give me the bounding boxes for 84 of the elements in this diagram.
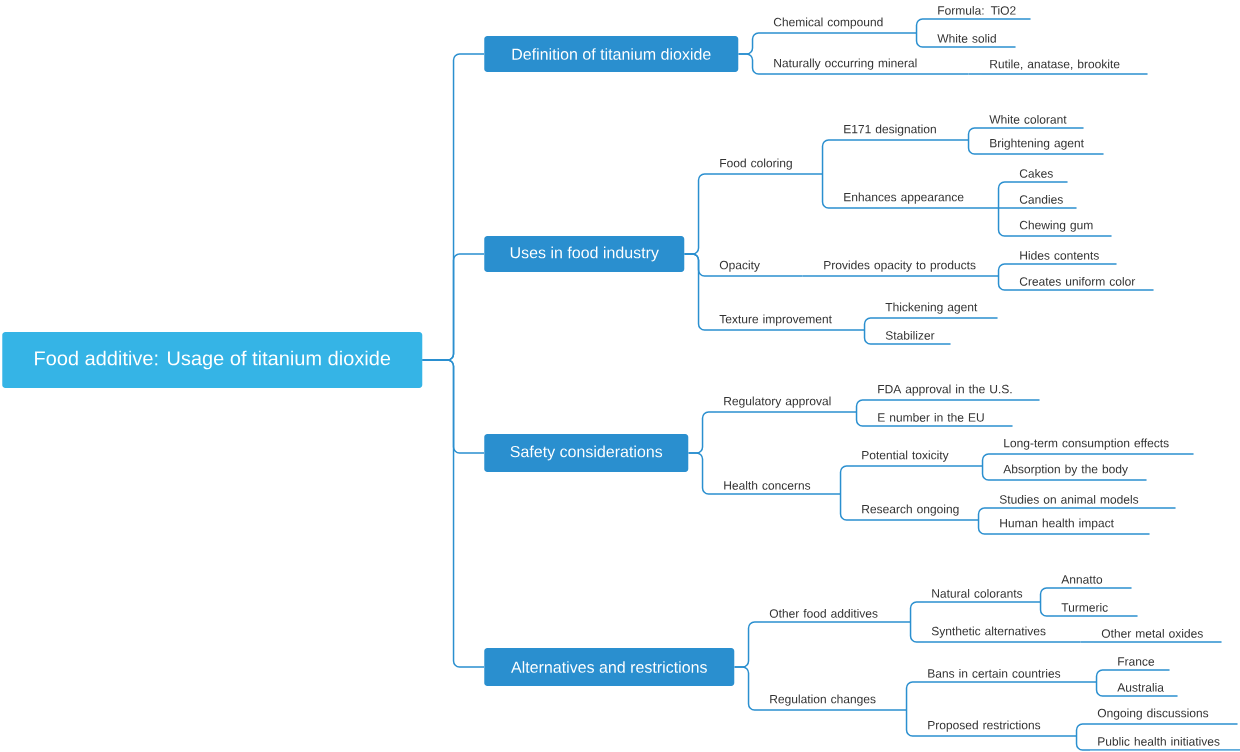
branch-label: Stabilizer: [877, 330, 952, 345]
branch-label: Public health initiatives: [1089, 736, 1240, 751]
branch-label: Bans in certain countries: [919, 668, 1098, 683]
branch-label: Turmeric: [1053, 602, 1139, 617]
connector: [997, 263, 1013, 277]
connector: [1095, 681, 1111, 697]
branch-label: Chemical compound: [765, 17, 918, 34]
connector: [981, 465, 997, 481]
branch-label: Texture improvement: [711, 314, 866, 331]
connector: [1039, 601, 1055, 617]
connector: [1075, 735, 1091, 751]
branch-label: France: [1109, 657, 1171, 671]
connector: [1079, 641, 1095, 643]
connector: [967, 73, 983, 75]
connector: [687, 452, 717, 495]
connector: [977, 519, 993, 535]
connector: [909, 621, 925, 643]
branch-label: Research ongoing: [853, 504, 980, 521]
branch-label: Australia: [1109, 682, 1179, 697]
branch-label: Long-term consumption effects: [995, 438, 1195, 455]
branch-label: Rutile, anatase, brookite: [981, 59, 1149, 75]
connector: [915, 18, 931, 34]
branch-label: White solid: [929, 33, 1017, 48]
connector: [997, 207, 1013, 237]
topic-box: Safety considerations: [484, 434, 689, 472]
connector: [801, 275, 817, 277]
connector: [977, 507, 993, 521]
connector: [997, 207, 1013, 209]
branch-label: Regulatory approval: [715, 396, 858, 413]
connector: [839, 493, 855, 521]
connector: [967, 139, 983, 155]
branch-label: Health concerns: [715, 480, 842, 495]
branch-label: Enhances appearance: [835, 192, 1000, 209]
connector: [997, 275, 1013, 291]
branch-label: Naturally occurring mineral: [765, 58, 970, 75]
connector: [863, 329, 879, 345]
branch-label: Potential toxicity: [853, 450, 984, 467]
connector: [855, 399, 871, 413]
branch-label: Absorption by the body: [995, 464, 1148, 481]
connector: [915, 32, 931, 48]
branch-label: Human health impact: [991, 518, 1151, 535]
connector: [909, 601, 925, 623]
branch-label: E171 designation: [835, 124, 970, 141]
branch-label: Ongoing discussions: [1089, 708, 1239, 725]
branch-label: Synthetic alternatives: [923, 626, 1082, 643]
connector: [863, 317, 879, 331]
connector: [821, 173, 837, 209]
connector: [1075, 723, 1091, 737]
branch-label: Cakes: [1011, 168, 1069, 183]
connector: [733, 666, 763, 711]
branch-label: Proposed restrictions: [919, 720, 1078, 737]
central-topic-box: Food additive: Usage of titanium dioxide: [2, 332, 423, 388]
branch-label: Opacity: [711, 260, 804, 277]
connector: [1095, 669, 1111, 683]
branch-label: Other food additives: [761, 608, 912, 623]
connector: [905, 709, 921, 737]
branch-label: Studies on animal models: [991, 494, 1177, 509]
connector: [737, 53, 767, 75]
branch-label: Provides opacity to products: [815, 260, 1000, 277]
connector: [997, 181, 1013, 209]
branch-label: Annatto: [1053, 575, 1133, 589]
branch-label: Candies: [1011, 194, 1078, 209]
branch-label: Food coloring: [711, 158, 824, 175]
connector: [421, 359, 485, 668]
branch-label: Natural colorants: [923, 588, 1042, 603]
connector: [1039, 587, 1055, 603]
branch-label: Formula: TiO2: [929, 5, 1032, 20]
branch-label: White colorant: [981, 114, 1085, 129]
topic-box: Definition of titanium dioxide: [484, 36, 739, 72]
branch-label: Creates uniform color: [1011, 276, 1155, 291]
branch-label: Thickening agent: [877, 302, 999, 319]
topic-box: Uses in food industry: [484, 236, 685, 272]
branch-label: FDA approval in the U.S.: [869, 384, 1041, 401]
branch-label: Brightening agent: [981, 138, 1105, 155]
branch-label: Regulation changes: [761, 694, 908, 711]
branch-label: Chewing gum: [1011, 220, 1113, 237]
branch-label: Other metal oxides: [1093, 628, 1223, 643]
branch-label: E number in the EU: [869, 412, 1014, 427]
branch-label: Hides contents: [1011, 250, 1118, 265]
connector: [683, 253, 713, 331]
connector: [981, 453, 997, 467]
topic-box: Alternatives and restrictions: [484, 648, 735, 686]
connector: [967, 127, 983, 141]
connector: [855, 411, 871, 427]
